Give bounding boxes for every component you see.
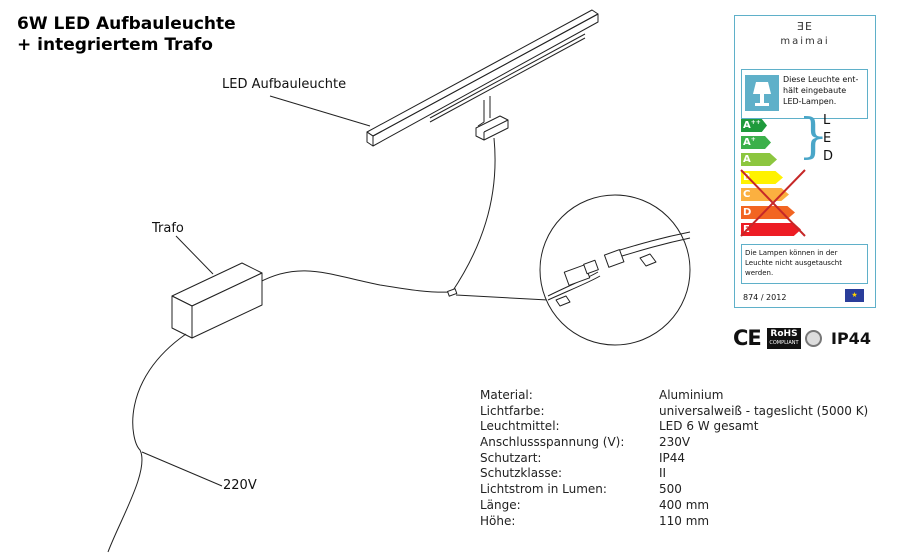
energy-class-a: A bbox=[741, 153, 777, 166]
spec-label: Schutzklasse: bbox=[480, 466, 562, 481]
cable-trafo-to-connector bbox=[257, 270, 453, 293]
spec-value: 230V bbox=[659, 435, 691, 450]
spec-label: Lichtfarbe: bbox=[480, 403, 545, 418]
energy-label: ƎE maimai Diese Leuchte ent-hält eingeba… bbox=[734, 15, 876, 308]
title-line-2: + integriertem Trafo bbox=[17, 35, 213, 55]
spec-value: 500 bbox=[659, 482, 682, 497]
spec-label: Höhe: bbox=[480, 513, 516, 528]
spec-value: LED 6 W gesamt bbox=[659, 419, 759, 434]
led-letters: L E D bbox=[823, 113, 834, 164]
lamp-info-box: Diese Leuchte ent-hält eingebaute LED-La… bbox=[741, 69, 868, 119]
rohs-mark: RoHS COMPLIANT bbox=[767, 328, 801, 349]
spec-label: Lichtstrom in Lumen: bbox=[480, 482, 607, 497]
replacement-note: Die Lampen können in der Leuchte nicht a… bbox=[741, 244, 868, 284]
voltage-callout-label: 220V bbox=[223, 478, 257, 493]
class-range-brace: } bbox=[798, 108, 829, 164]
spec-label: Länge: bbox=[480, 497, 521, 512]
trafo-callout-label: Trafo bbox=[152, 221, 184, 236]
eu-flag-icon: ★ bbox=[845, 289, 864, 302]
crossed-out-classes-mark bbox=[740, 169, 806, 237]
brand-name: maimai bbox=[780, 36, 830, 47]
spec-value: IP44 bbox=[659, 450, 686, 465]
cable-to-connector bbox=[451, 137, 496, 293]
connector-detail-circle bbox=[539, 194, 691, 346]
ce-mark: CE bbox=[733, 326, 762, 350]
spec-value: 400 mm bbox=[659, 497, 710, 512]
spec-label: Schutzart: bbox=[480, 450, 542, 465]
ip-rating-mark: IP44 bbox=[831, 329, 871, 348]
spec-label: Material: bbox=[480, 388, 533, 402]
brand-logo-mark: ƎE bbox=[797, 20, 813, 33]
lamp-text: Diese Leuchte ent-hält eingebaute LED-La… bbox=[783, 75, 859, 106]
spec-value: Aluminium bbox=[659, 388, 724, 402]
title-line-1: 6W LED Aufbauleuchte bbox=[17, 14, 236, 34]
product-title: 6W LED Aufbauleuchte + integriertem Traf… bbox=[17, 14, 236, 56]
energy-class-d: D bbox=[741, 206, 795, 219]
spec-value: universalweiß - tageslicht (5000 K) bbox=[659, 403, 869, 418]
spec-label: Leuchtmittel: bbox=[480, 419, 560, 434]
spec-label: Anschlussspannung (V): bbox=[480, 435, 625, 450]
led-bar-drawing bbox=[366, 9, 599, 147]
spec-value: 110 mm bbox=[659, 513, 710, 528]
energy-class-a-plus: A+ bbox=[741, 136, 771, 149]
energy-class-a-plus-plus: A++ bbox=[741, 119, 767, 132]
lamp-icon bbox=[745, 75, 779, 111]
led-callout-label: LED Aufbauleuchte bbox=[222, 77, 347, 92]
spec-value: II bbox=[659, 466, 667, 481]
trafo-box-drawing bbox=[171, 262, 263, 339]
regulation-number: 874 / 2012 bbox=[743, 293, 787, 302]
mains-cable bbox=[107, 333, 187, 553]
globe-icon bbox=[805, 330, 822, 347]
